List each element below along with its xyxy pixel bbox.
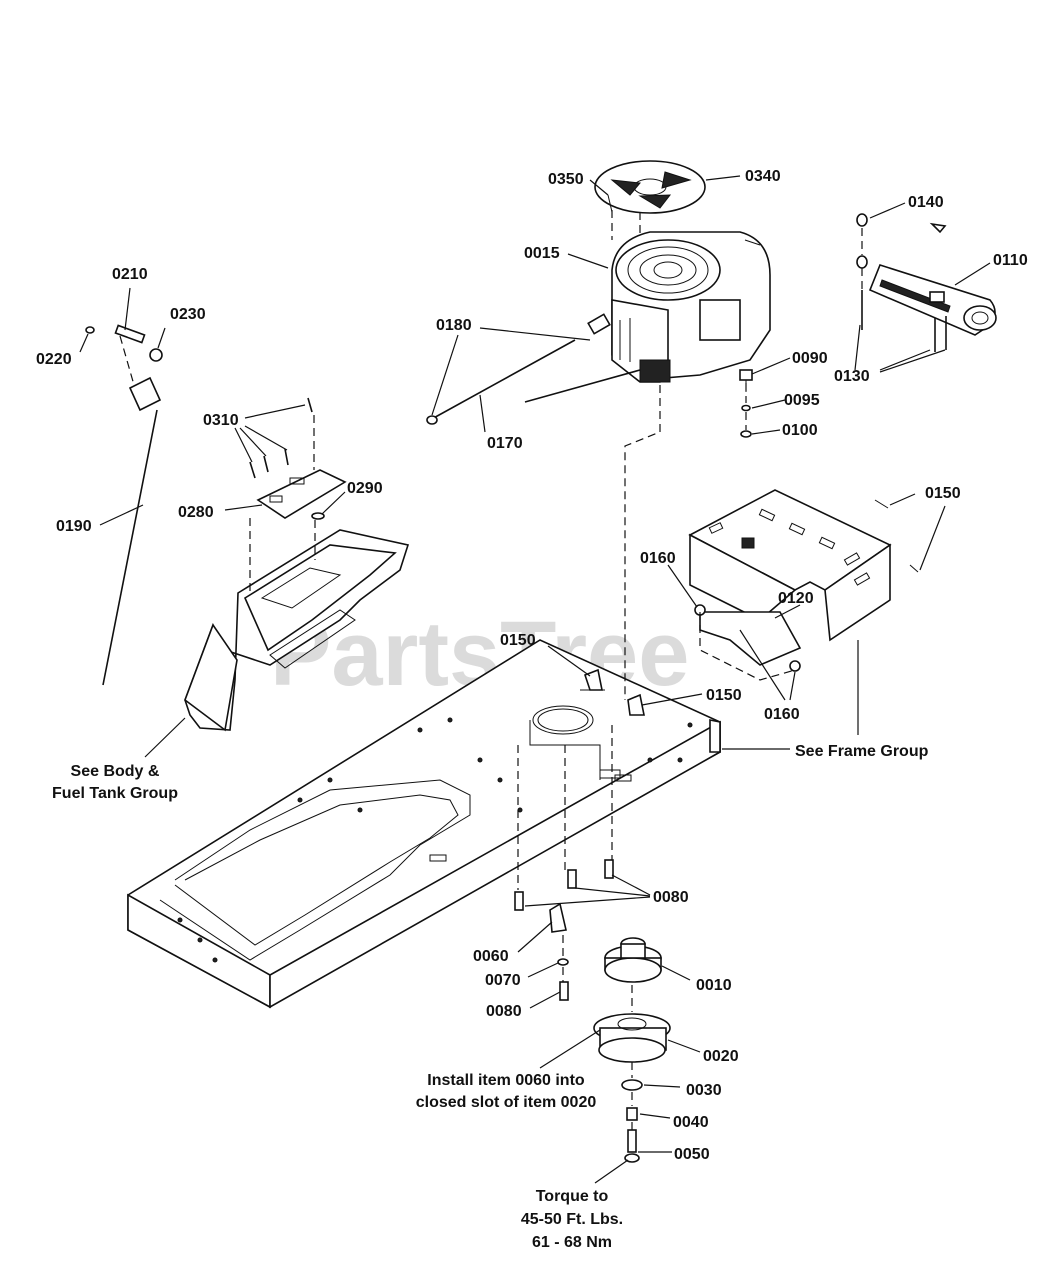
frame-chassis [127,639,721,1009]
part-0230-nut [149,348,163,362]
callout-0020: 0020 [703,1048,739,1065]
dash-panel-body [184,529,410,732]
part-0150-heat-shield [688,489,892,642]
part-0100-nut [740,430,752,438]
callout-0290: 0290 [347,480,383,497]
part-0180-dipstick-tube [429,339,576,421]
part-0220-screw [85,326,95,334]
part-0080-bolt [559,981,569,1001]
part-0140-gasket [856,213,868,227]
callout-0150-right: 0150 [706,687,742,704]
callout-0230: 0230 [170,306,206,323]
alignment-lines [119,210,863,1130]
notes: See Body & Fuel Tank Group See Frame Gro… [52,743,929,1251]
callout-0060: 0060 [473,948,509,965]
callout-0340: 0340 [745,168,781,185]
callout-0150-left: 0150 [500,632,536,649]
callout-0110: 0110 [993,252,1028,269]
callout-0140: 0140 [908,194,944,211]
part-0190-cable [102,409,158,686]
note-torque-line1: Torque to [536,1188,609,1205]
callout-0015: 0015 [524,245,560,262]
callout-0050: 0050 [674,1146,710,1163]
note-body-line2: Fuel Tank Group [52,785,178,802]
callout-0030: 0030 [686,1082,722,1099]
callout-0310: 0310 [203,412,239,429]
callout-0160-lower: 0160 [764,706,800,723]
note-torque-line2: 45-50 Ft. Lbs. [521,1211,623,1228]
note-body-line1: See Body & [71,763,160,780]
callout-0090: 0090 [792,350,828,367]
callout-0070: 0070 [485,972,521,989]
callout-0180: 0180 [436,317,472,334]
callout-0010: 0010 [696,977,732,994]
callout-0095: 0095 [784,392,820,409]
part-0020-clutch [593,1013,671,1063]
callout-0170: 0170 [487,435,523,452]
callout-0100: 0100 [782,422,818,439]
part-0010-pulley [604,937,662,983]
part-0210-handle [114,324,146,344]
part-0070-washer [557,958,569,966]
callout-0130: 0130 [834,368,870,385]
part-0040-lockwasher [626,1107,638,1121]
callout-0220: 0220 [36,351,72,368]
part-0110-muffler [868,264,997,336]
engine [587,231,771,383]
leader-lines [79,175,991,1184]
note-install-line2: closed slot of item 0020 [416,1094,597,1111]
part-0350-screw [607,194,613,213]
callout-0280: 0280 [178,504,214,521]
part-0030-washer [621,1079,643,1091]
note-frame-group: See Frame Group [795,743,929,760]
callout-0210: 0210 [112,266,148,283]
part-0060-bracket [549,902,567,933]
callout-0080-upper: 0080 [653,889,689,906]
callout-0120: 0120 [778,590,814,607]
callout-0350: 0350 [548,171,584,188]
callout-labels: 0350 0340 0015 0140 0110 0210 0230 0220 … [36,168,1028,1163]
part-0095-washer [741,404,751,412]
part-0090-bolt [739,369,753,381]
part-0170-dipstick [524,369,641,403]
part-0290-grommet [311,512,325,520]
callout-0040: 0040 [673,1114,709,1131]
note-torque-line3: 61 - 68 Nm [532,1234,612,1251]
note-install-line1: Install item 0060 into [427,1072,585,1089]
part-0050-bolt [627,1129,637,1153]
callout-0160-upper: 0160 [640,550,676,567]
callout-0150-shield: 0150 [925,485,961,502]
throttle-control [128,376,162,412]
part-0280-plate [256,469,347,519]
callout-0080-lower: 0080 [486,1003,522,1020]
callout-0190: 0190 [56,518,92,535]
part-0310-screw [307,397,313,413]
part-0340-cover [594,160,706,214]
